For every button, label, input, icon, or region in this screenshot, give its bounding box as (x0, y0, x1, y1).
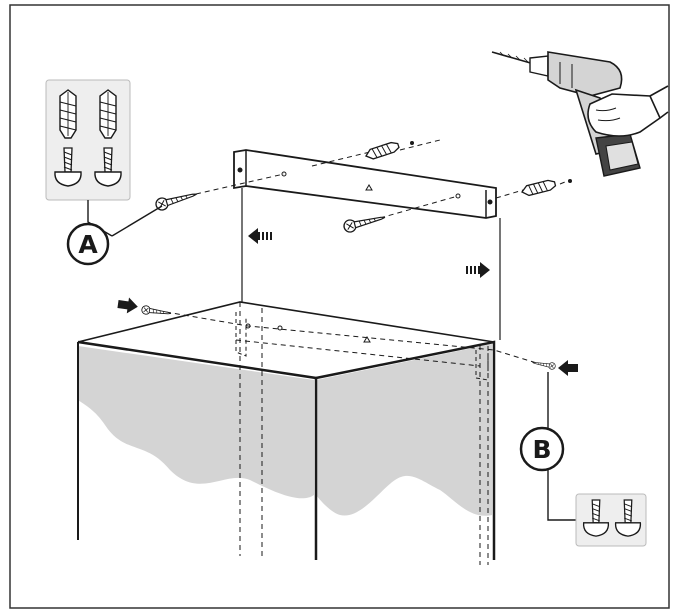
direction-arrow-icon-right (466, 262, 490, 278)
push-arrow-icon-right (558, 360, 578, 376)
callout-b: B (519, 426, 565, 472)
wall-plug-icon-2 (99, 89, 117, 139)
cabinet (77, 301, 496, 565)
screw-cabinet-left (140, 304, 172, 319)
wall-plug-icon (59, 89, 77, 139)
diagram-frame (9, 4, 670, 609)
wall-plug-top (363, 140, 414, 162)
wall-plug-right (520, 178, 572, 198)
parts-box-a (45, 79, 163, 237)
push-arrow-icon (116, 296, 139, 315)
screw-cabinet-right (531, 358, 557, 371)
parts-box-b (547, 372, 647, 547)
callout-a-label: A (78, 230, 98, 259)
callout-a: A (66, 222, 110, 266)
screw-left (153, 187, 199, 213)
screw-center (342, 210, 388, 234)
wall-bracket (233, 149, 501, 340)
callout-b-label: B (532, 435, 551, 464)
direction-arrow-icon-left (248, 228, 272, 244)
drill-icon (491, 51, 669, 177)
